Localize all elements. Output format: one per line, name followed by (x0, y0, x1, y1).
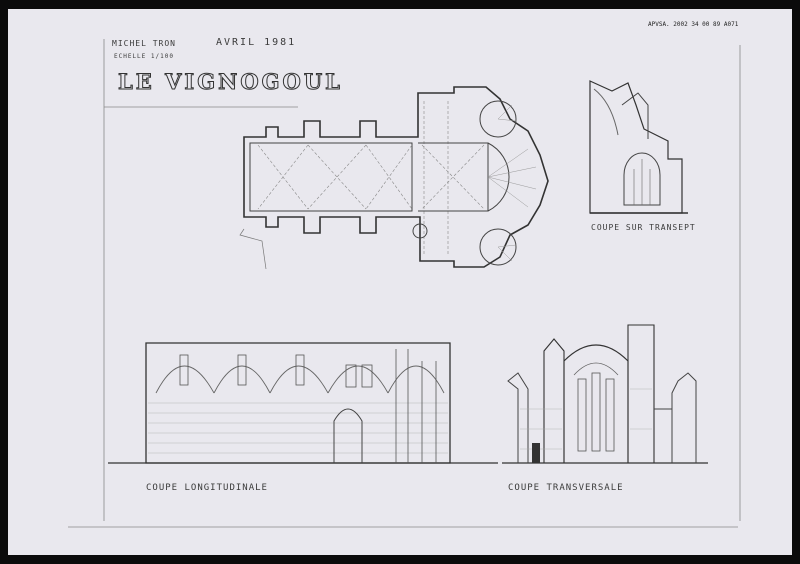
chevet-windows (573, 362, 619, 452)
apse-ribs (487, 104, 537, 262)
architectural-drawings (68, 39, 741, 528)
transept-section (589, 80, 688, 214)
caption-transept-section: COUPE SUR TRANSEPT (591, 223, 696, 232)
date-label: AVRIL 1981 (216, 37, 297, 48)
longitudinal-section (108, 342, 498, 464)
church-outline (243, 86, 549, 268)
author-label: MICHEL TRON (112, 39, 176, 48)
nave-windows (179, 354, 373, 388)
vault-lines (257, 101, 485, 255)
caption-longitudinal-section: COUPE LONGITUDINALE (146, 483, 268, 493)
frame-lines (68, 39, 741, 528)
floor-plan (239, 86, 549, 270)
caption-transverse-section: COUPE TRANSVERSALE (508, 483, 624, 493)
tower-courses (520, 388, 652, 450)
transverse-section (502, 324, 708, 464)
drawing-title: LE VIGNOGOUL (118, 69, 343, 95)
nave-inner (249, 142, 413, 212)
drawing-sheet: MICHEL TRON AVRIL 1981 ECHELLE 1/100 LE … (8, 9, 792, 555)
archive-reference: APVSA. 2002 34 00 89 A071 (648, 21, 739, 28)
nave-arches (155, 365, 445, 394)
doorway (532, 443, 540, 463)
masonry-courses (148, 402, 448, 454)
scale-label: ECHELLE 1/100 (114, 53, 174, 60)
